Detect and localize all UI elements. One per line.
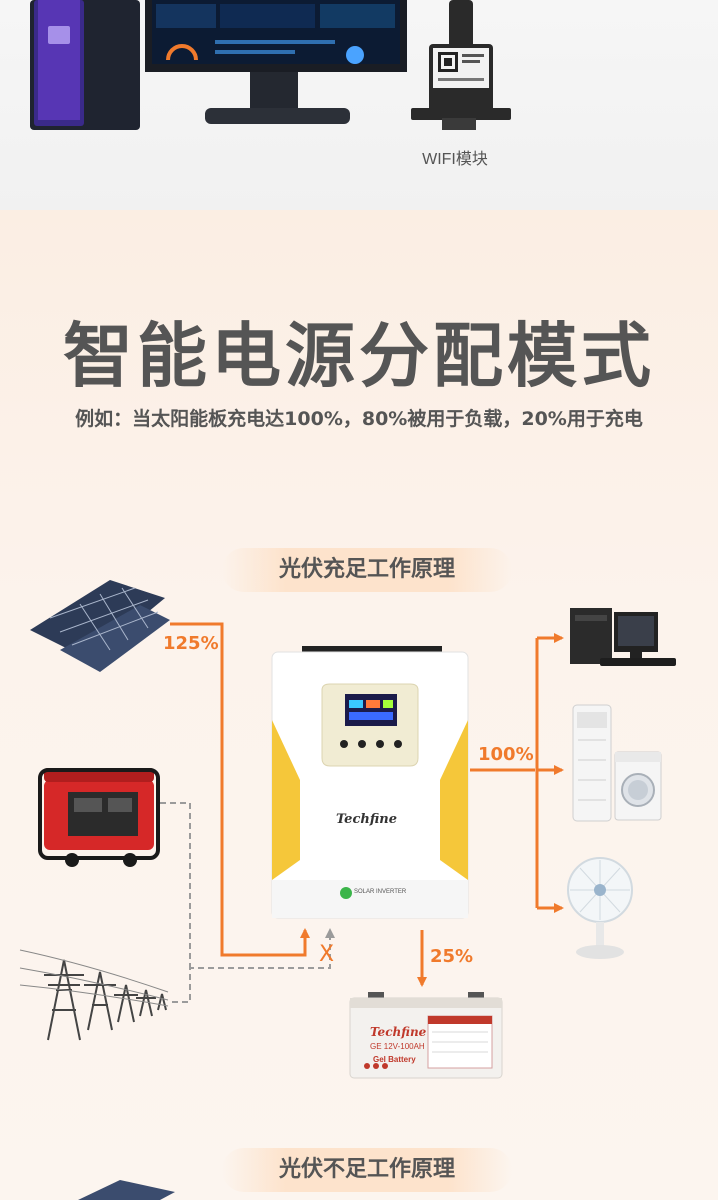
section-label-sufficient-pv: 光伏充足工作原理 [222, 548, 512, 592]
inverter-device-icon [271, 646, 469, 919]
wifi-module-icon [411, 0, 511, 130]
monitor-icon [145, 0, 407, 124]
inverter-brand-label: Techfine [336, 812, 397, 827]
solar-panel-icon-bottom [78, 1180, 175, 1200]
battery-brand-label: Techfine [370, 1025, 427, 1039]
wifi-module-label: WIFI模块 [422, 151, 488, 168]
load-percentage: 100% [478, 744, 534, 765]
generator-dashed-line [160, 802, 191, 968]
desktop-computer-icon [570, 608, 676, 666]
section-label-insufficient-pv: 光伏不足工作原理 [222, 1148, 512, 1192]
air-conditioner-icon [572, 704, 612, 822]
pc-tower-icon [30, 0, 140, 130]
battery-type-label: Gel Battery [373, 1055, 416, 1064]
generator-icon [38, 768, 160, 867]
battery-model-label: GE 12V-100AH [370, 1042, 425, 1051]
blocked-input-mark: X [319, 942, 335, 967]
washing-machine-icon [614, 751, 662, 821]
solar-to-inverter-arrow [170, 622, 310, 957]
page-subtitle: 例如：当太阳能板充电达100%，80%被用于负载，20%用于充电 [75, 408, 643, 430]
solar-panel-icon [30, 580, 170, 672]
solar-percentage: 125% [163, 633, 219, 654]
battery-icon [349, 992, 503, 1079]
monitoring-devices-illustration [30, 0, 511, 130]
battery-percentage: 25% [430, 946, 474, 967]
page-title: 智能电源分配模式 [63, 315, 655, 397]
grid-dashed-line [172, 928, 335, 1003]
inverter-footer-label: SOLAR INVERTER [354, 889, 407, 895]
power-grid-pylon-icon [19, 949, 169, 1041]
electric-fan-icon [567, 857, 633, 959]
inverter-to-loads-arrows [470, 633, 564, 913]
